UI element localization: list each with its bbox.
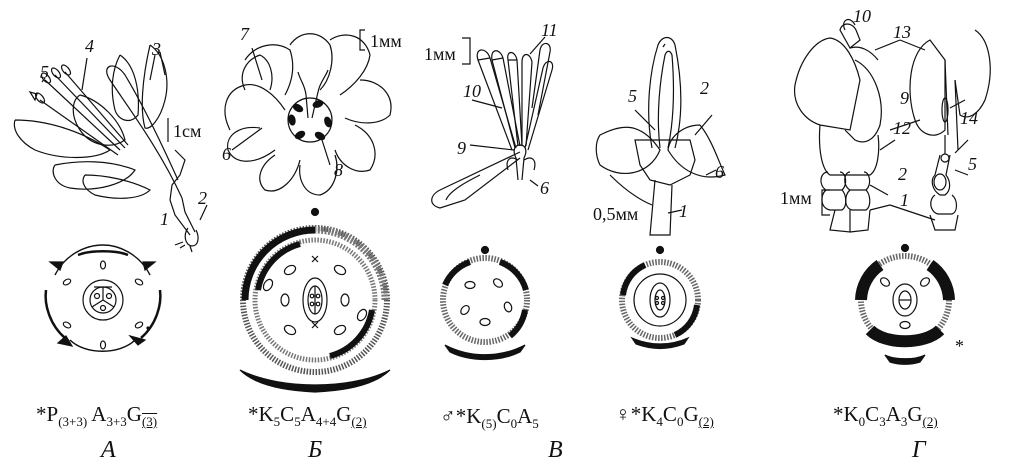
callout-a-1: 1 [160,209,169,229]
callout-a-3: 3 [151,39,161,59]
callout-g-1: 1 [900,190,909,210]
panel-label-a: А [101,437,116,464]
scale-a: 1см [173,121,201,141]
scale-g: 1мм [780,188,812,208]
flower-b-drawing [225,30,391,195]
flower-a-diagram [43,240,163,360]
scale-b: 1мм [370,31,402,51]
callout-g-2: 2 [898,164,907,184]
callout-g-10: 10 [853,6,871,26]
callout-v2-5: 5 [628,86,637,106]
formula-b: *K5C5A4+4G(2) [248,402,367,430]
callout-g-14: 14 [960,108,978,128]
callout-b-6: 6 [222,144,231,164]
formula-v-female: ♀*K4C0G(2) [615,402,714,430]
flower-g-diagram [861,245,949,365]
panel-label-v: В [548,437,563,464]
flower-b-diagram [240,209,390,393]
callout-v1-9: 9 [457,138,466,158]
callout-v1-6: 6 [540,178,549,198]
callout-g-12: 12 [893,118,911,138]
flower-v-male-diagram [443,247,527,360]
callout-b-8: 8 [334,160,343,180]
scale-v2: 0,5мм [593,204,638,224]
panel-label-g: Г [912,437,926,464]
callout-v1-11: 11 [541,20,558,40]
formula-g: *K0C3A3G(2) [833,402,938,430]
callout-v1-10: 10 [463,81,481,101]
scale-v1: 1мм [424,44,456,64]
callout-a-2: 2 [198,188,207,208]
callout-g-9: 9 [900,88,909,108]
callout-v2-1: 1 [679,201,688,221]
panel-label-b: Б [308,437,322,464]
callout-v2-2: 2 [700,78,709,98]
formula-a: *P(3+3) A3+3G(3) [36,402,157,430]
callout-g-5: 5 [968,154,977,174]
callout-a-5: 5 [40,62,49,82]
asterisk-note: * [955,336,964,356]
callout-b-7: 7 [240,24,250,44]
callout-a-4: 4 [85,36,94,56]
callout-g-13: 13 [893,22,911,42]
formula-v-male: ♂*K(5)C0A5 [440,404,539,432]
flower-v-female-diagram [622,247,698,349]
callout-v2-6: 6 [715,162,724,182]
